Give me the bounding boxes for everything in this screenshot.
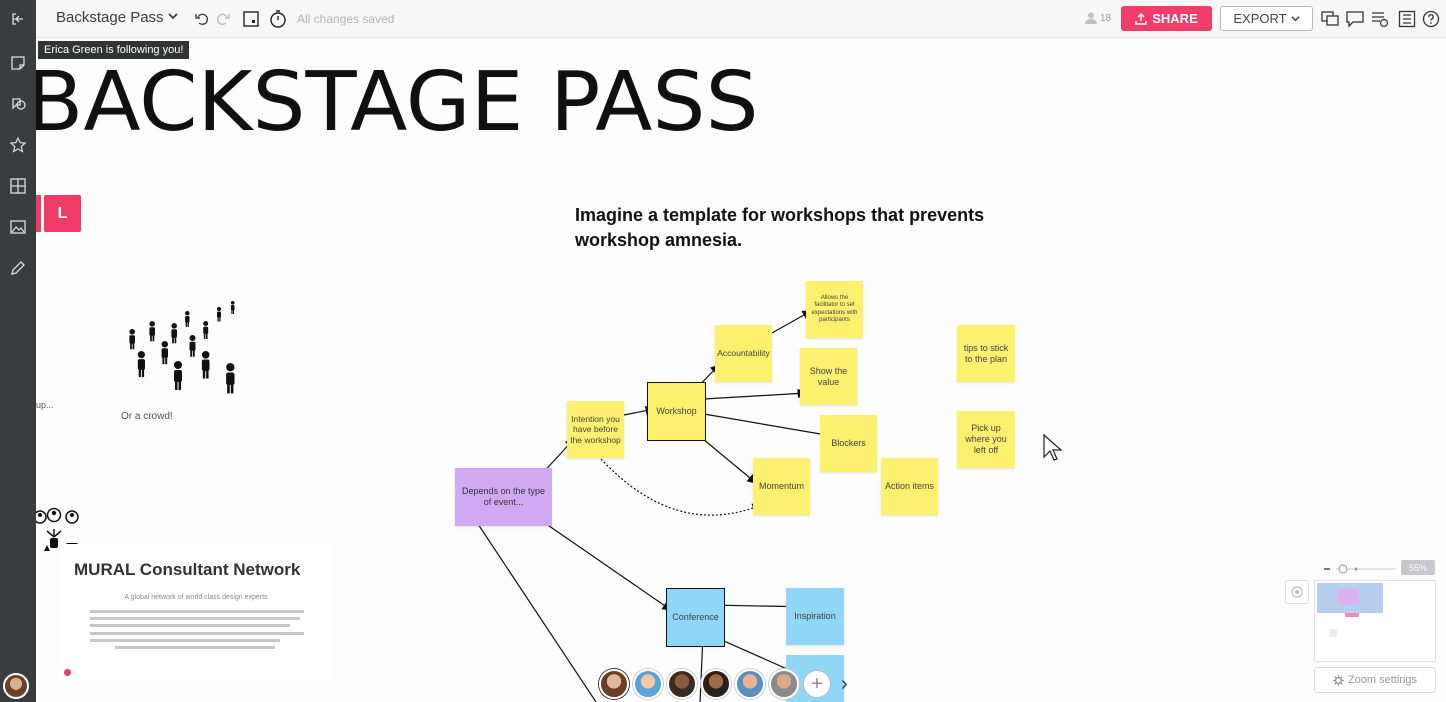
avatar[interactable] bbox=[599, 669, 629, 699]
minimap[interactable] bbox=[1314, 580, 1436, 662]
save-status: All changes saved bbox=[297, 12, 395, 26]
zoom-settings-button[interactable]: Zoom settings bbox=[1314, 667, 1436, 693]
text-line bbox=[90, 639, 280, 642]
star-icon[interactable] bbox=[5, 132, 31, 158]
outline-icon[interactable] bbox=[240, 8, 262, 30]
chevron-right-icon[interactable]: › bbox=[841, 672, 848, 695]
grid-icon[interactable] bbox=[5, 173, 31, 199]
board-heading[interactable]: BACKSTAGE PASS bbox=[36, 55, 759, 150]
prompt-headline[interactable]: Imagine a template for workshops that pr… bbox=[575, 205, 985, 250]
text-line bbox=[90, 632, 304, 635]
crowd-label: Or a crowd! bbox=[121, 411, 173, 422]
follow-notice: Erica Green is following you! bbox=[38, 41, 190, 59]
upload-icon bbox=[1135, 12, 1147, 25]
cursor-icon bbox=[1043, 433, 1063, 461]
sticky-pickup[interactable]: Pick up where you left off bbox=[957, 411, 1015, 468]
zoom-percentage[interactable]: 55% bbox=[1401, 560, 1435, 575]
board-canvas[interactable]: Erica Green is following you! BACKSTAGE … bbox=[36, 39, 1446, 702]
top-bar: Backstage Pass All changes saved 18 SHAR… bbox=[36, 0, 1446, 38]
minimap-content bbox=[1345, 613, 1359, 617]
sticky-depends[interactable]: Depends on the type of event... bbox=[455, 468, 552, 526]
zoom-slider[interactable] bbox=[1318, 562, 1436, 576]
letter-badge[interactable]: L bbox=[44, 195, 81, 232]
pencil-icon[interactable] bbox=[5, 255, 31, 281]
chevron-down-icon bbox=[1291, 16, 1300, 22]
sticky-action-items[interactable]: Action items bbox=[881, 458, 938, 515]
avatar[interactable] bbox=[769, 669, 799, 699]
zoom-settings-label: Zoom settings bbox=[1347, 674, 1418, 686]
exit-icon[interactable] bbox=[5, 6, 31, 32]
avatar[interactable] bbox=[667, 669, 697, 699]
sticky-conference[interactable]: Conference bbox=[666, 588, 725, 647]
share-label: SHARE bbox=[1152, 11, 1198, 26]
sticky-inspiration[interactable]: Inspiration bbox=[786, 588, 844, 645]
logo-dot bbox=[64, 669, 71, 676]
avatar[interactable] bbox=[701, 669, 731, 699]
minimap-toggle-icon[interactable] bbox=[1285, 580, 1309, 604]
sticky-accountability[interactable]: Accountability bbox=[715, 325, 772, 382]
collaborator-avatars: + › bbox=[599, 668, 848, 700]
undo-icon[interactable] bbox=[191, 8, 213, 30]
person-icon bbox=[1085, 12, 1097, 24]
board-title[interactable]: Backstage Pass bbox=[56, 9, 164, 26]
image-icon[interactable] bbox=[5, 214, 31, 240]
text-line bbox=[90, 617, 300, 620]
text-line bbox=[90, 610, 304, 613]
crowd-illustration[interactable] bbox=[124, 299, 254, 404]
minimap-content bbox=[1337, 589, 1359, 605]
badge-edge bbox=[36, 195, 41, 232]
chat-icon[interactable] bbox=[1344, 8, 1366, 30]
gear-icon bbox=[1332, 674, 1344, 686]
help-icon[interactable] bbox=[1420, 8, 1442, 30]
sticky-allows[interactable]: Allows the facilitator to set expectatio… bbox=[806, 281, 863, 338]
sticky-blockers[interactable]: Blockers bbox=[820, 415, 877, 472]
sticky-note-icon[interactable] bbox=[5, 50, 31, 76]
user-avatar[interactable] bbox=[3, 673, 29, 699]
text-line bbox=[90, 624, 290, 627]
add-collaborator-button[interactable]: + bbox=[803, 670, 831, 698]
participants-number: 18 bbox=[1100, 12, 1112, 24]
chevron-down-icon[interactable] bbox=[168, 10, 178, 24]
export-label: EXPORT bbox=[1233, 11, 1287, 26]
sticky-show-value[interactable]: Show the value bbox=[800, 348, 857, 405]
sticky-tips[interactable]: tips to stick to the plan bbox=[957, 325, 1015, 382]
avatar[interactable] bbox=[735, 669, 765, 699]
card-subtitle: A global network of world class design e… bbox=[124, 594, 268, 601]
sticky-momentum[interactable]: Momentum bbox=[753, 458, 810, 515]
left-toolbar bbox=[0, 0, 36, 702]
card-title: MURAL Consultant Network bbox=[74, 560, 301, 579]
participants-count[interactable]: 18 bbox=[1084, 11, 1111, 25]
sticky-workshop[interactable]: Workshop bbox=[647, 382, 706, 441]
comments-panel-icon[interactable] bbox=[1319, 8, 1341, 30]
timer-icon[interactable] bbox=[267, 8, 289, 30]
share-button[interactable]: SHARE bbox=[1121, 6, 1212, 31]
consultant-network-card[interactable]: MURAL Consultant Network A global networ… bbox=[60, 544, 332, 686]
activity-icon[interactable] bbox=[1369, 8, 1391, 30]
partial-text: up... bbox=[36, 400, 54, 410]
sticky-intention[interactable]: Intention you have before the workshop bbox=[567, 401, 624, 458]
minimap-content bbox=[1329, 629, 1337, 637]
redo-icon[interactable] bbox=[212, 8, 234, 30]
text-line bbox=[115, 646, 275, 649]
avatar[interactable] bbox=[633, 669, 663, 699]
outline-list-icon[interactable] bbox=[1396, 8, 1418, 30]
shapes-icon[interactable] bbox=[5, 90, 31, 116]
export-button[interactable]: EXPORT bbox=[1220, 6, 1313, 31]
